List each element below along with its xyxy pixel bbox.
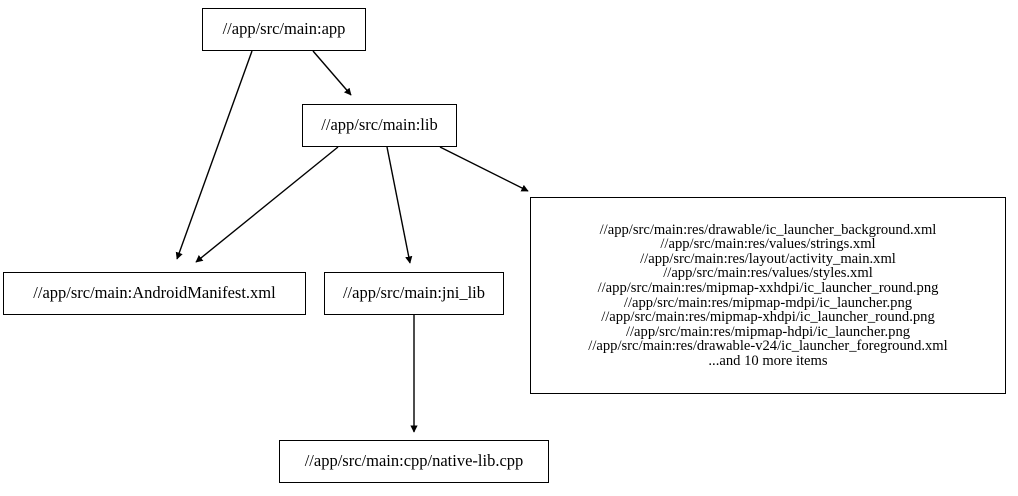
node-native-lib[interactable]: //app/src/main:cpp/native-lib.cpp [279, 440, 549, 483]
edge-app-to-lib [312, 50, 352, 96]
node-androidmanifest[interactable]: //app/src/main:AndroidManifest.xml [3, 272, 306, 315]
node-jni-lib[interactable]: //app/src/main:jni_lib [324, 272, 504, 315]
edge-app-to-androidmanifest [175, 50, 253, 260]
edge-lib-to-jni-lib [386, 146, 413, 264]
node-jni-lib-label: //app/src/main:jni_lib [342, 283, 486, 303]
node-app-label: //app/src/main:app [222, 19, 346, 39]
node-androidmanifest-label: //app/src/main:AndroidManifest.xml [33, 283, 276, 303]
node-resources-label: //app/src/main:res/drawable/ic_launcher_… [588, 221, 948, 369]
node-native-lib-label: //app/src/main:cpp/native-lib.cpp [304, 451, 524, 471]
node-app[interactable]: //app/src/main:app [202, 8, 366, 51]
edge-lib-to-androidmanifest [195, 146, 339, 263]
node-resources[interactable]: //app/src/main:res/drawable/ic_launcher_… [530, 197, 1006, 394]
node-lib-label: //app/src/main:lib [321, 115, 438, 135]
node-lib[interactable]: //app/src/main:lib [302, 104, 457, 147]
edge-lib-to-resources [439, 146, 529, 192]
